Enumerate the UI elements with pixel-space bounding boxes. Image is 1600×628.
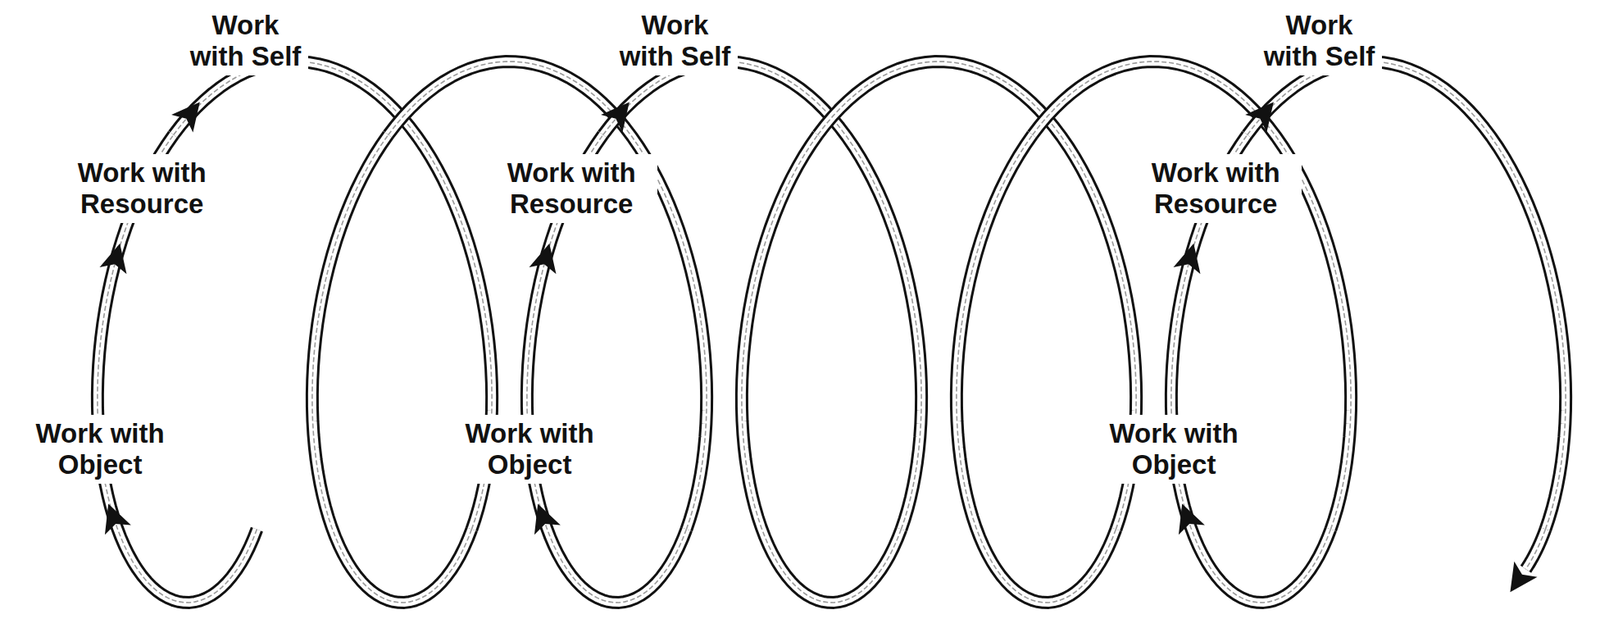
- tube-shade: [956, 134, 1117, 602]
- coil-tube: [1032, 61, 1351, 529]
- tube-fill: [388, 61, 707, 529]
- tube-edge: [956, 134, 1117, 602]
- tube-edge: [1032, 61, 1351, 529]
- step-label: Work with Object: [13, 414, 187, 484]
- coil-tube: [1525, 529, 1546, 570]
- step-label: Work with Self: [183, 6, 309, 76]
- tube-shade: [1032, 61, 1351, 529]
- tube-shade: [1247, 61, 1566, 529]
- tube-shade: [1525, 529, 1546, 570]
- arrowhead: [1245, 102, 1274, 133]
- arrowhead: [600, 102, 630, 133]
- coil-tube: [956, 134, 1117, 602]
- arrowhead: [100, 243, 128, 274]
- arrowhead: [104, 504, 132, 536]
- tube-edge: [1247, 61, 1566, 529]
- tube-shade: [312, 134, 473, 602]
- step-label: Work with Resource: [1129, 154, 1302, 223]
- tube-edge: [388, 61, 707, 529]
- arrowhead: [171, 102, 200, 133]
- tube-fill: [956, 134, 1117, 602]
- coil-tube: [741, 134, 902, 602]
- tube-edge: [603, 61, 922, 529]
- tube-shade: [388, 61, 707, 529]
- coil-tube: [388, 61, 707, 529]
- arrowhead: [534, 504, 561, 536]
- tube-edge: [312, 134, 473, 602]
- tube-fill: [741, 134, 902, 602]
- step-label: Work with Self: [613, 6, 738, 76]
- tube-shade: [603, 61, 922, 529]
- tube-edge: [741, 134, 902, 602]
- arrowhead: [1509, 561, 1537, 593]
- tube-fill: [1525, 529, 1546, 570]
- tube-fill: [1032, 61, 1351, 529]
- tube-edge: [1525, 529, 1546, 570]
- coil-tube: [1247, 61, 1566, 529]
- tube-fill: [312, 134, 473, 602]
- step-label: Work with Resource: [485, 154, 658, 223]
- step-label: Work with Resource: [55, 154, 228, 223]
- step-label: Work with Object: [1087, 414, 1260, 484]
- coil-tube: [312, 134, 473, 602]
- tube-fill: [603, 61, 922, 529]
- step-label: Work with Object: [443, 414, 616, 484]
- tube-shade: [741, 134, 902, 602]
- arrowhead: [529, 243, 557, 274]
- step-label: Work with Self: [1257, 6, 1382, 76]
- arrowhead: [1178, 504, 1205, 536]
- coil-tube: [603, 61, 922, 529]
- arrowhead: [1173, 243, 1201, 274]
- tube-fill: [1247, 61, 1566, 529]
